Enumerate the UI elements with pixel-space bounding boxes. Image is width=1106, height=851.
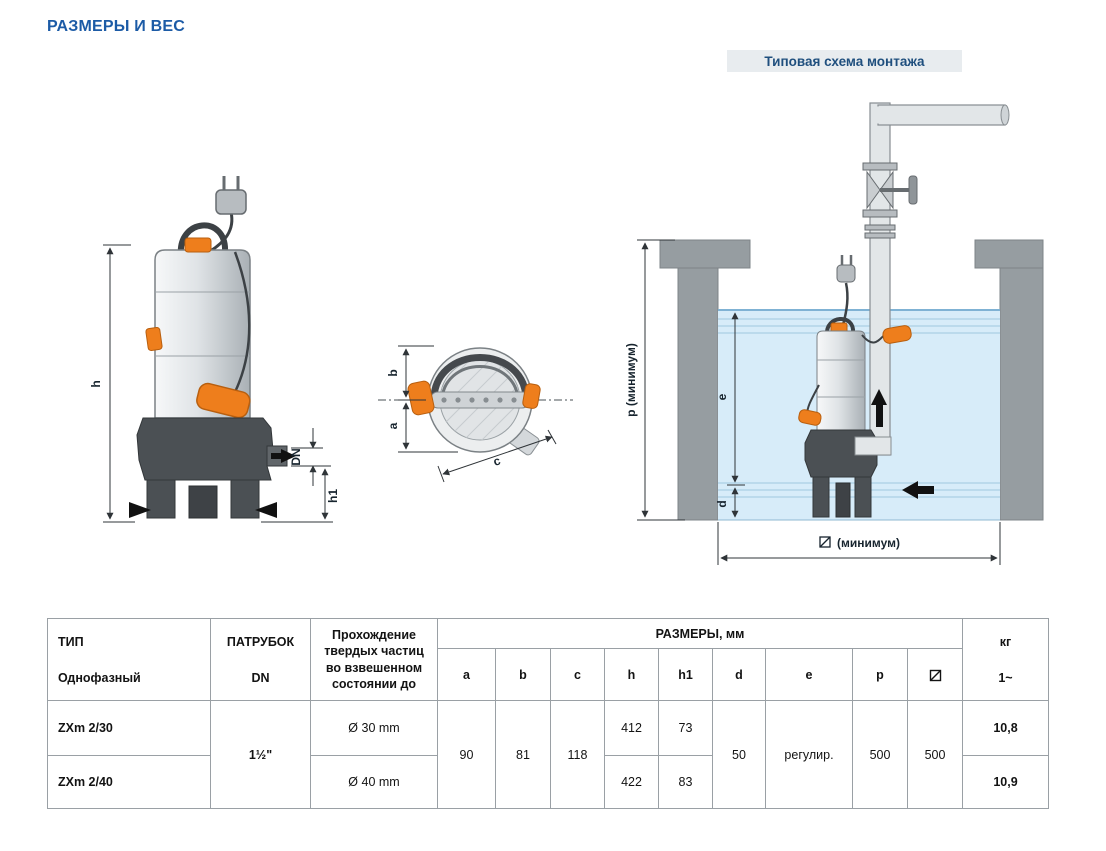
dn-cell: 1½" bbox=[210, 700, 311, 809]
weight-subheader: 1~ bbox=[998, 670, 1013, 685]
weight-cell: 10,8 bbox=[962, 700, 1049, 756]
dimension-dn bbox=[291, 428, 331, 486]
col-header-h: h bbox=[604, 648, 659, 701]
dimension-c bbox=[437, 429, 557, 483]
col-header-pit bbox=[907, 648, 963, 701]
solids-cell: Ø 30 mm bbox=[310, 700, 438, 756]
square-diagonal-icon bbox=[819, 536, 831, 548]
inlet-arrow-right-icon bbox=[255, 502, 277, 518]
spec-table: ТИП Однофазный ПАТРУБОК DN Прохождение т… bbox=[47, 618, 1049, 809]
dim-label-p: p (минимум) bbox=[624, 343, 638, 417]
col-header-solids: Прохождение твердых частиц во взвешенном… bbox=[310, 618, 438, 701]
dimension-h bbox=[103, 244, 135, 523]
inlet-arrow-left-icon bbox=[129, 502, 151, 518]
cable-gland bbox=[184, 237, 212, 253]
pump-top-view: b a c bbox=[378, 345, 573, 483]
dim-label-dn: DN bbox=[289, 448, 303, 465]
carry-handle-inner bbox=[440, 365, 520, 405]
col-header-b: b bbox=[495, 648, 551, 701]
table-row: ZXm 2/40 Ø 40 mm 422 83 10,9 bbox=[47, 755, 1049, 809]
type-header: ТИП bbox=[58, 634, 84, 649]
carry-handle-top bbox=[430, 354, 530, 405]
dim-h-cell: 422 bbox=[604, 755, 659, 809]
col-header-a: a bbox=[437, 648, 496, 701]
dim-p-cell: 500 bbox=[852, 700, 908, 809]
dim-label-c: c bbox=[491, 453, 502, 468]
gate-valve-icon bbox=[862, 162, 918, 218]
crossbar-holes bbox=[441, 397, 517, 403]
float-switch-icon bbox=[798, 409, 822, 426]
dim-label-a: a bbox=[386, 422, 400, 429]
port-subheader: DN bbox=[251, 670, 270, 685]
outlet-arrow-icon bbox=[271, 449, 296, 463]
dimension-e bbox=[727, 312, 745, 486]
model-cell: ZXm 2/40 bbox=[47, 755, 211, 809]
dim-label-e: e bbox=[715, 393, 729, 400]
dim-a-cell: 90 bbox=[437, 700, 496, 809]
power-plug-icon bbox=[836, 255, 856, 283]
dim-d-cell: 50 bbox=[712, 700, 766, 809]
col-header-p: p bbox=[852, 648, 908, 701]
scheme-title: Типовая схема монтажа bbox=[727, 50, 962, 72]
dimension-b bbox=[398, 345, 434, 401]
table-row: ZXm 2/30 1½" Ø 30 mm 90 81 118 412 73 50… bbox=[47, 700, 1049, 809]
dim-label-b: b bbox=[386, 369, 400, 376]
col-header-port: ПАТРУБОК DN bbox=[210, 618, 311, 701]
dim-label-h: h bbox=[89, 380, 103, 387]
dimension-p bbox=[637, 239, 685, 521]
col-header-dimensions: РАЗМЕРЫ, мм bbox=[437, 618, 963, 649]
solids-cell: Ø 40 mm bbox=[310, 755, 438, 809]
pump-in-pit bbox=[798, 255, 912, 518]
float-switch-icon bbox=[882, 325, 912, 344]
power-plug-icon bbox=[215, 176, 247, 215]
float-cable bbox=[233, 251, 251, 393]
pipe-flange bbox=[864, 224, 896, 239]
square-diagonal-icon bbox=[929, 669, 941, 681]
pit-walls bbox=[659, 239, 1044, 521]
col-header-d: d bbox=[712, 648, 766, 701]
installation-scheme: p (минимум) e d (минимум) bbox=[624, 102, 1044, 565]
port-header: ПАТРУБОК bbox=[226, 634, 295, 649]
dim-c-cell: 118 bbox=[550, 700, 605, 809]
col-header-h1: h1 bbox=[658, 648, 713, 701]
pump-volute bbox=[136, 417, 274, 481]
model-cell: ZXm 2/30 bbox=[47, 700, 211, 756]
dim-e-cell: регулир. bbox=[765, 700, 853, 809]
float-switch-icon bbox=[196, 382, 251, 419]
pump-leg bbox=[230, 479, 260, 519]
dim-label-pit-width: (минимум) bbox=[837, 536, 900, 550]
col-header-c: c bbox=[550, 648, 605, 701]
dimension-pit-width bbox=[717, 522, 1001, 565]
weight-header: кг bbox=[999, 634, 1012, 649]
type-subheader: Однофазный bbox=[58, 670, 141, 685]
col-header-weight: кг 1~ bbox=[962, 618, 1049, 701]
dim-h-cell: 412 bbox=[604, 700, 659, 756]
dim-pit-cell: 500 bbox=[907, 700, 963, 809]
col-header-type: ТИП Однофазный bbox=[47, 618, 211, 701]
dim-label-h1: h1 bbox=[326, 489, 340, 503]
dim-h1-cell: 83 bbox=[658, 755, 713, 809]
carry-handle bbox=[177, 222, 229, 257]
dim-h1-cell: 73 bbox=[658, 700, 713, 756]
pump-front-view: h DN h1 bbox=[89, 176, 340, 523]
dim-b-cell: 81 bbox=[495, 700, 551, 809]
flow-up-arrow-icon bbox=[871, 389, 887, 427]
col-header-e: e bbox=[765, 648, 853, 701]
flow-in-arrow-icon bbox=[902, 481, 934, 499]
page-title: РАЗМЕРЫ И ВЕС bbox=[47, 18, 185, 35]
dimension-h1 bbox=[261, 468, 333, 523]
cable-clamp bbox=[145, 327, 163, 351]
weight-cell: 10,9 bbox=[962, 755, 1049, 809]
cable-gland bbox=[522, 383, 541, 409]
dim-label-d: d bbox=[715, 500, 729, 507]
pump-leg bbox=[188, 485, 218, 519]
pump-leg bbox=[146, 479, 176, 519]
